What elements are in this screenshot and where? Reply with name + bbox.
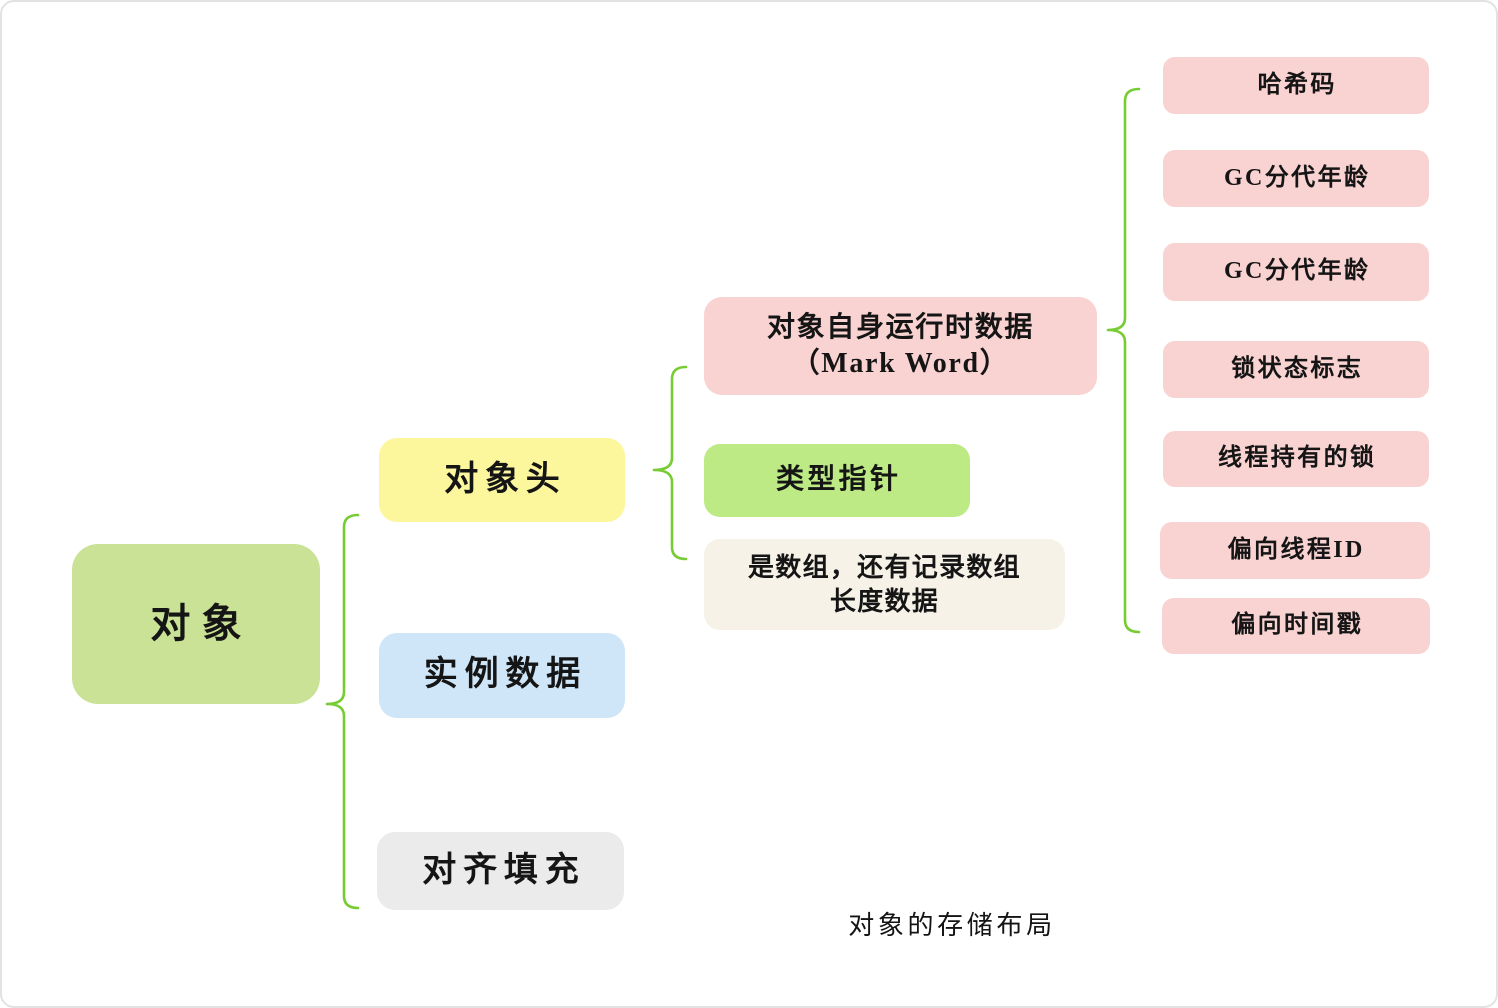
- node-lock-state-flag: 锁状态标志: [1163, 341, 1429, 398]
- node-object-header-label: 对象头: [444, 460, 567, 498]
- node-array-length-line1: 是数组，还有记录数组: [747, 552, 1021, 582]
- node-gc-age-2-label: GC分代年龄: [1223, 258, 1371, 285]
- node-array-length: 是数组，还有记录数组 长度数据: [704, 539, 1065, 630]
- node-hash-code-label: 哈希码: [1257, 71, 1337, 98]
- node-biased-timestamp-label: 偏向时间戳: [1231, 612, 1364, 639]
- node-instance-data-label: 实例数据: [423, 656, 587, 694]
- node-gc-age-1-label: GC分代年龄: [1223, 164, 1371, 191]
- node-instance-data: 实例数据: [379, 633, 625, 718]
- node-thread-held-lock: 线程持有的锁: [1163, 431, 1429, 487]
- node-hash-code: 哈希码: [1163, 57, 1429, 114]
- node-object-header: 对象头: [379, 438, 625, 522]
- node-object-label: 对象: [150, 601, 253, 646]
- header-children-brace: [652, 365, 688, 561]
- markword-children-brace: [1106, 87, 1141, 634]
- diagram-caption: 对象的存储布局: [848, 911, 1056, 940]
- node-mark-word-line2: （Mark Word）: [791, 348, 1010, 379]
- node-gc-age-2: GC分代年龄: [1163, 243, 1429, 301]
- node-biased-thread-id: 偏向线程ID: [1160, 522, 1430, 579]
- node-object: 对象: [72, 544, 320, 704]
- node-lock-state-flag-label: 锁状态标志: [1231, 355, 1364, 382]
- node-mark-word: 对象自身运行时数据 （Mark Word）: [704, 297, 1097, 395]
- node-type-pointer-label: 类型指针: [775, 464, 902, 496]
- node-gc-age-1: GC分代年龄: [1163, 150, 1429, 207]
- node-type-pointer: 类型指针: [704, 444, 970, 517]
- node-biased-timestamp: 偏向时间戳: [1162, 598, 1430, 654]
- node-alignment-padding-label: 对齐填充: [422, 851, 586, 889]
- node-mark-word-line1: 对象自身运行时数据: [766, 311, 1035, 343]
- node-alignment-padding: 对齐填充: [377, 832, 624, 910]
- root-children-brace: [325, 513, 360, 910]
- node-biased-thread-id-label: 偏向线程ID: [1227, 536, 1365, 563]
- node-thread-held-lock-label: 线程持有的锁: [1217, 445, 1377, 472]
- node-array-length-line2: 长度数据: [829, 586, 940, 616]
